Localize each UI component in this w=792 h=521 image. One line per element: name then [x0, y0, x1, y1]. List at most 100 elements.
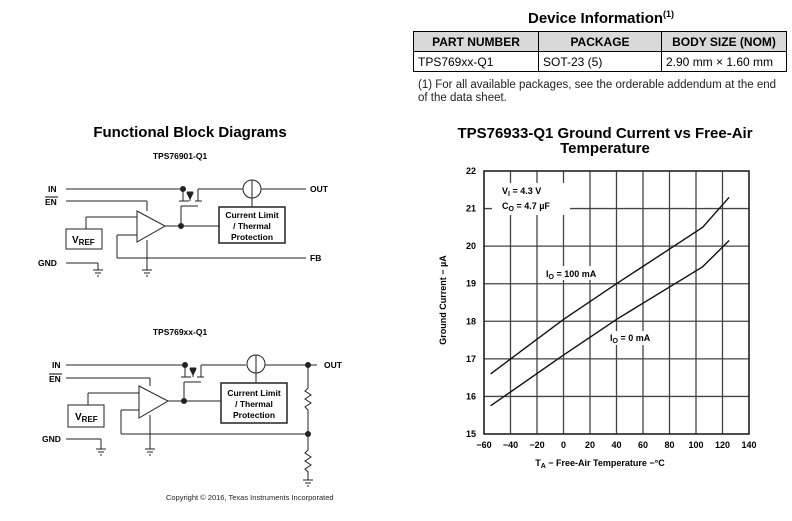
- vi-main: V: [502, 186, 508, 196]
- x-tick-label: −40: [503, 440, 518, 450]
- x-tick-label: 120: [715, 440, 730, 450]
- error-amplifier-icon: [138, 385, 170, 419]
- table-cell: TPS769xx-Q1: [413, 51, 539, 72]
- label-sub: O: [613, 338, 619, 345]
- pin-en-label: EN: [49, 374, 61, 384]
- pin-gnd-label: GND: [42, 434, 61, 444]
- co-sub: O: [509, 206, 515, 213]
- block-line-3: Protection: [231, 232, 273, 242]
- x-tick-label: 100: [688, 440, 703, 450]
- conditions-box: [492, 183, 570, 215]
- column-header: PACKAGE: [538, 31, 662, 52]
- y-tick-label: 17: [466, 354, 476, 364]
- pin-gnd-label: GND: [38, 258, 57, 268]
- condition-co: CO = 4.7 µF: [502, 201, 550, 213]
- table-cell: 2.90 mm × 1.60 mm: [661, 51, 787, 72]
- label-main: I: [546, 269, 549, 279]
- diagram1-title: TPS76901-Q1: [152, 151, 208, 161]
- y-axis-label: Ground Current − µA: [438, 255, 448, 345]
- x-tick-labels: −60 −40 −20 0 20 40 60 80 100 120 140: [476, 440, 756, 450]
- block-line-3: Protection: [233, 410, 275, 420]
- y-tick-label: 21: [466, 204, 476, 214]
- table-cell: SOT-23 (5): [538, 51, 662, 72]
- vref-label: VREF: [75, 412, 98, 424]
- plot-frame: [483, 170, 750, 435]
- pin-in-label: IN: [48, 184, 57, 194]
- series-label-100ma: IO = 100 mA: [546, 269, 597, 281]
- x-tick-label: 0: [561, 440, 566, 450]
- pin-out-label: OUT: [324, 360, 343, 370]
- label-sub: O: [549, 274, 555, 281]
- block-diagrams-svg: IN EN GND OUT FB VREF Current Limit / Th…: [38, 179, 343, 487]
- vi-rest: = 4.3 V: [510, 186, 541, 196]
- table-header-row: PART NUMBER PACKAGE BODY SIZE (NOM): [413, 31, 787, 52]
- ground-current-chart: 15 16 17 18 19 20 21 22 −60 −40 −20 0 20 40 60 80 100 12…: [438, 166, 757, 470]
- series-line-0: [490, 196, 730, 375]
- co-rest: = 4.7 µF: [514, 201, 550, 211]
- y-tick-label: 15: [466, 429, 476, 439]
- xlabel-rest: − Free-Air Temperature −°C: [546, 458, 665, 468]
- x-tick-label: −20: [529, 440, 544, 450]
- vref-block: [65, 228, 103, 250]
- block-line-1: Current Limit: [227, 388, 281, 398]
- x-tick-label: 40: [611, 440, 621, 450]
- y-tick-labels: 15 16 17 18 19 20 21 22: [466, 166, 476, 439]
- block-line-2: / Thermal: [235, 399, 273, 409]
- device-info-table: PART NUMBER PACKAGE BODY SIZE (NOM) TPS7…: [413, 31, 787, 72]
- co-main: C: [502, 201, 509, 211]
- series-label-bg: [606, 331, 664, 345]
- x-tick-label: 60: [638, 440, 648, 450]
- table-row: TPS769xx-Q1 SOT-23 (5) 2.90 mm × 1.60 mm: [413, 51, 787, 72]
- condition-vi: VI = 4.3 V: [502, 186, 541, 198]
- footnote: (1) For all available packages, see the …: [418, 79, 777, 104]
- error-amplifier-icon: [136, 210, 167, 243]
- y-tick-label: 18: [466, 316, 476, 326]
- diagram2-title: TPS769xx-Q1: [152, 327, 208, 337]
- vref-main: V: [72, 235, 79, 246]
- pin-fb-label: FB: [310, 253, 321, 263]
- xlabel-main: T: [535, 458, 541, 468]
- y-tick-label: 22: [466, 166, 476, 176]
- label-rest: = 100 mA: [554, 269, 597, 279]
- column-header: PART NUMBER: [413, 31, 539, 52]
- device-info-title: Device Information(1): [527, 9, 675, 27]
- label-main: I: [610, 333, 613, 343]
- x-tick-label: 140: [741, 440, 756, 450]
- copyright: Copyright © 2016, Texas Instruments Inco…: [166, 493, 334, 502]
- pin-out-label: OUT: [310, 184, 329, 194]
- pin-in-label: IN: [52, 360, 61, 370]
- series-label-bg: [541, 266, 611, 280]
- vref-main: V: [75, 412, 82, 423]
- vref-block: [67, 404, 105, 428]
- series-line-1: [490, 240, 730, 407]
- xlabel-sub: A: [541, 463, 546, 470]
- current-limit-block: [218, 206, 286, 244]
- footnote-ref: (1): [663, 9, 675, 19]
- column-header: BODY SIZE (NOM): [661, 31, 787, 52]
- chart-title-line-2: Temperature: [560, 140, 650, 157]
- x-tick-label: 20: [585, 440, 595, 450]
- current-limit-block: [220, 382, 288, 424]
- x-tick-label: 80: [664, 440, 674, 450]
- vi-sub: I: [508, 191, 510, 198]
- chart-title: TPS76933-Q1 Ground Current vs Free-Air T…: [420, 126, 790, 156]
- diagram2: [66, 354, 317, 487]
- y-tick-label: 19: [466, 279, 476, 289]
- y-tick-label: 20: [466, 241, 476, 251]
- y-tick-label: 16: [466, 391, 476, 401]
- pin-en-label: EN: [45, 197, 57, 207]
- vref-sub: REF: [82, 415, 98, 424]
- block-diagrams-title: Functional Block Diagrams: [93, 124, 287, 141]
- x-axis-label: TA − Free-Air Temperature −°C: [535, 458, 665, 470]
- junction-dot: [181, 398, 187, 404]
- chart-title-line-1: TPS76933-Q1 Ground Current vs Free-Air: [457, 125, 753, 142]
- x-tick-label: −60: [476, 440, 491, 450]
- series-label-0ma: IO = 0 mA: [610, 333, 651, 345]
- diagram1: [65, 179, 306, 277]
- resistor-divider-icon: [304, 365, 312, 480]
- label-rest: = 0 mA: [618, 333, 651, 343]
- block-line-1: Current Limit: [225, 210, 279, 220]
- junction-dot: [178, 223, 184, 229]
- chart-series: [490, 196, 730, 407]
- vref-label: VREF: [72, 235, 95, 247]
